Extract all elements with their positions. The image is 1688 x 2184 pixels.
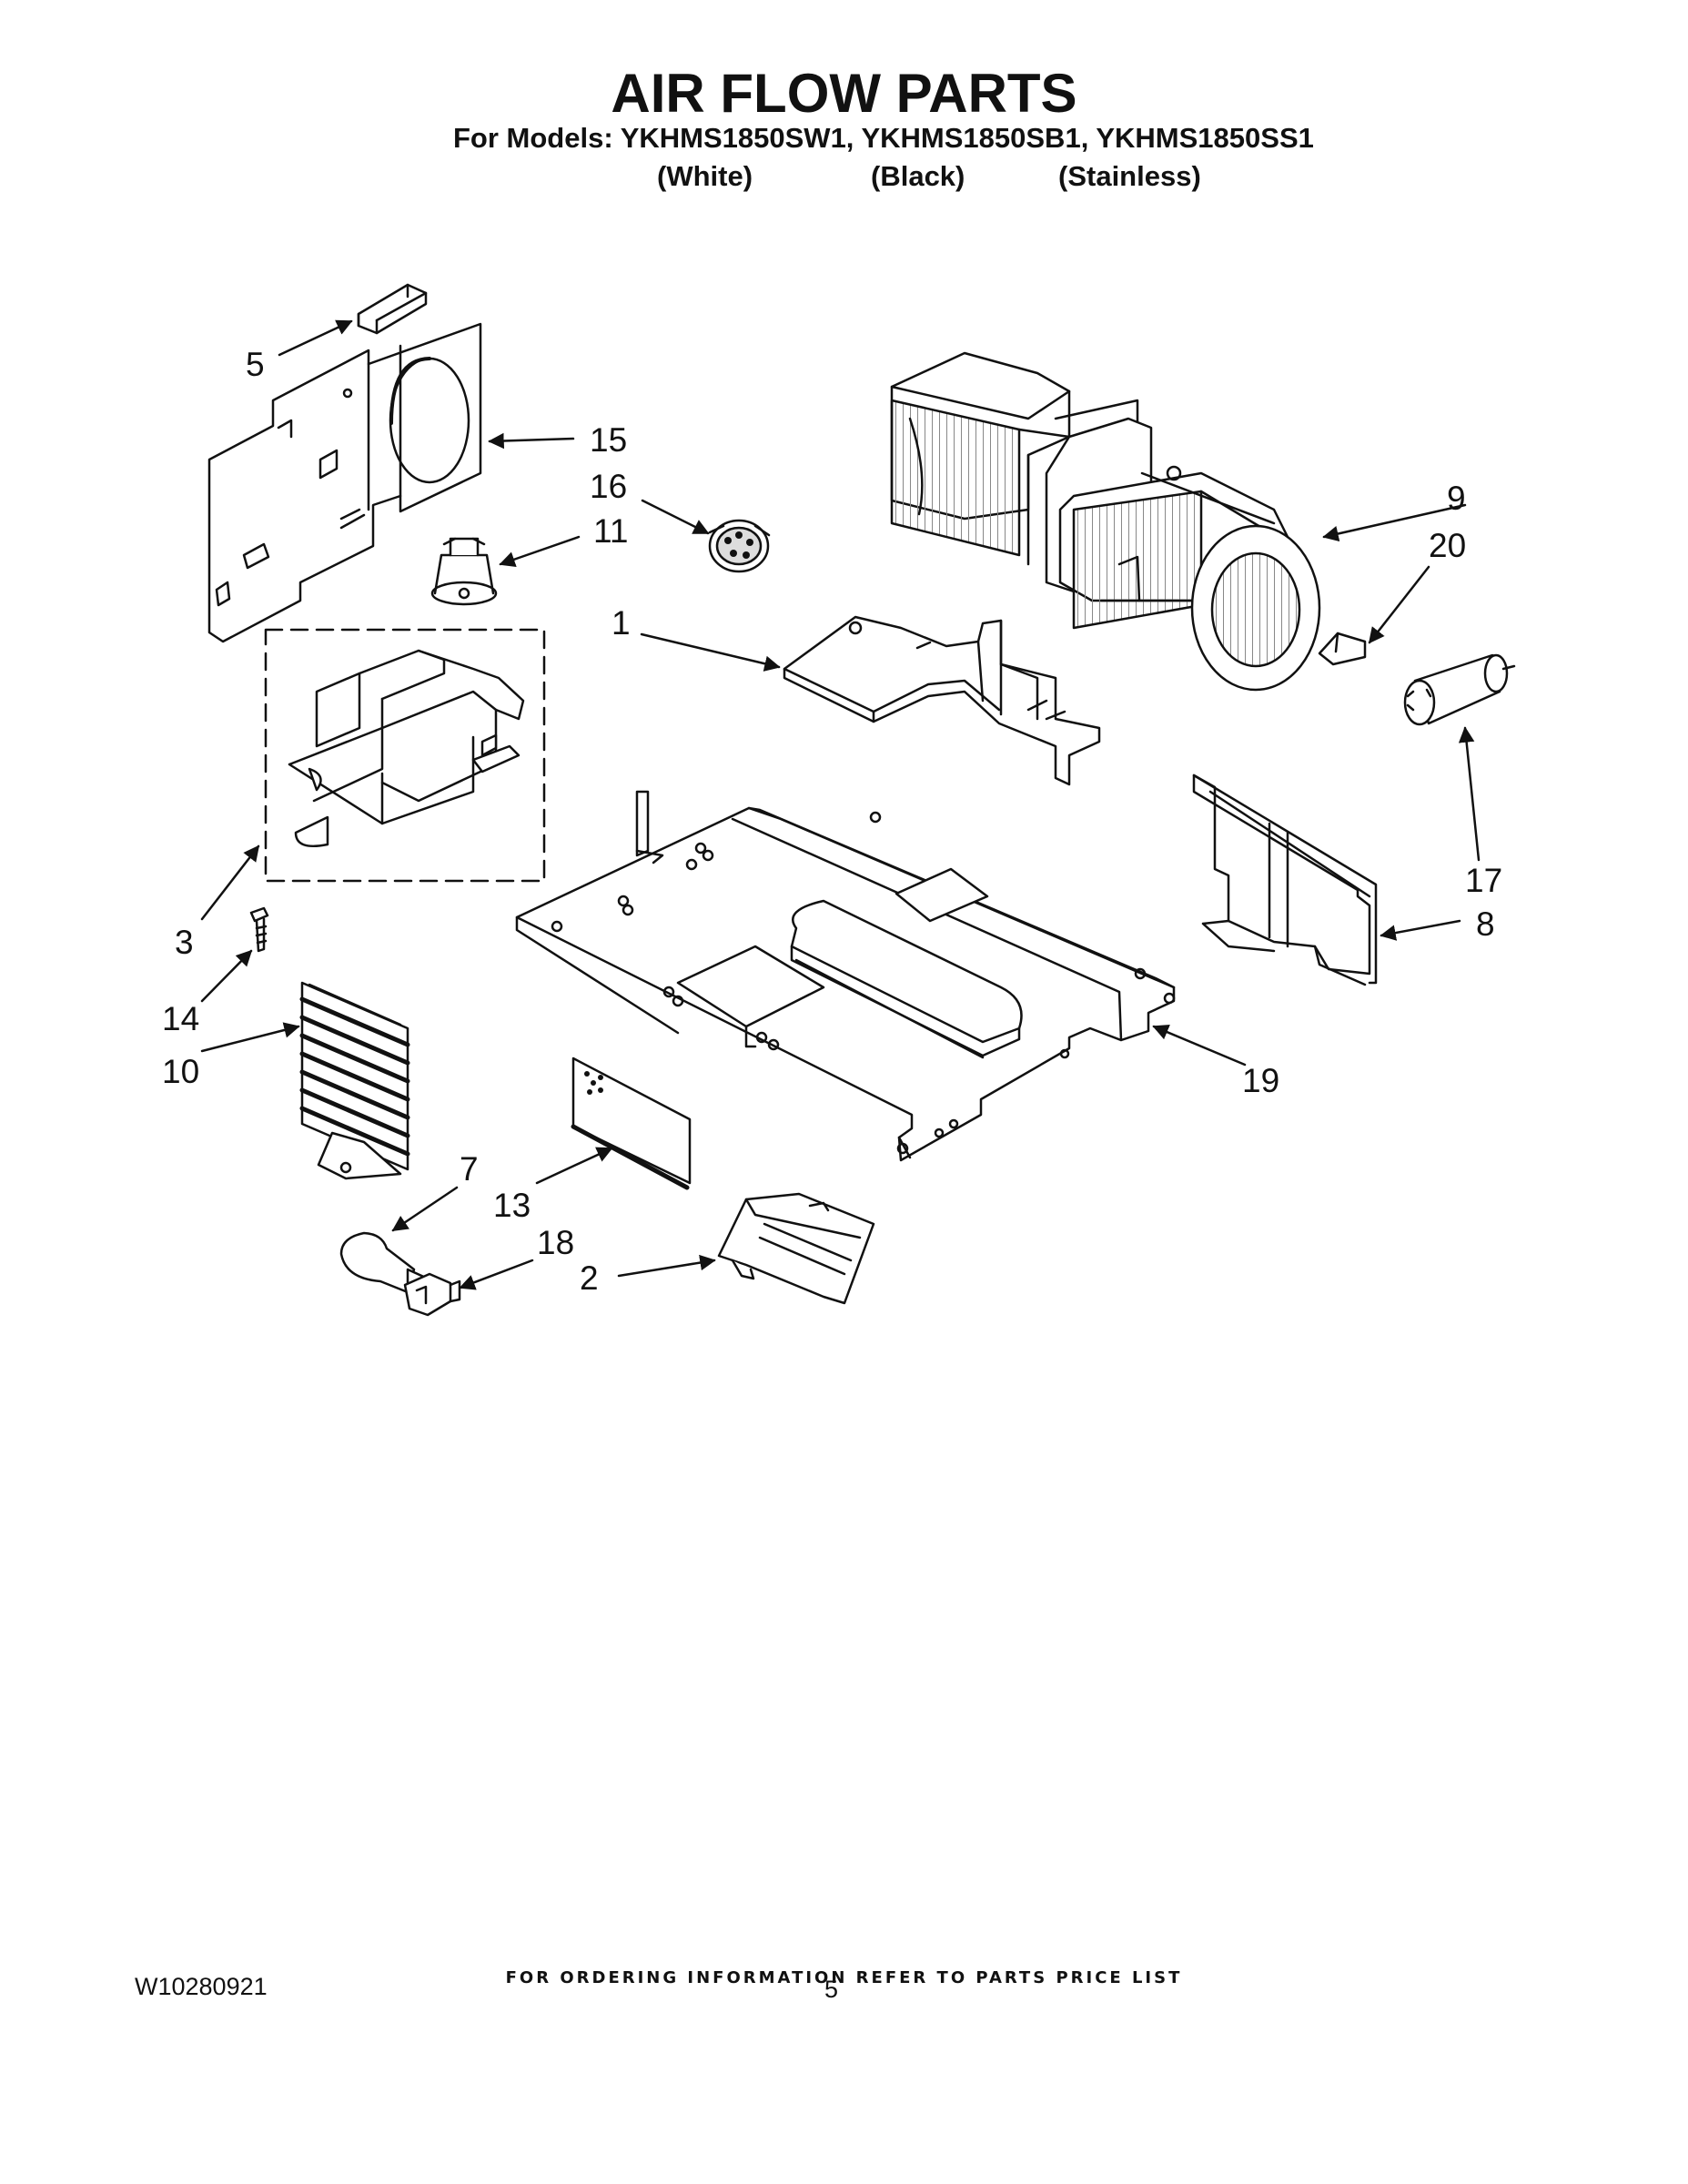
part-20-clip bbox=[1318, 632, 1367, 666]
callout-17: 17 bbox=[1465, 862, 1502, 899]
callout-7: 7 bbox=[460, 1150, 479, 1188]
ordering-note: FOR ORDERING INFORMATION REFER TO PARTS … bbox=[505, 1968, 1183, 1987]
callout-14: 14 bbox=[162, 1000, 199, 1037]
callout-5: 5 bbox=[246, 346, 265, 383]
callout-16: 16 bbox=[590, 468, 627, 505]
page-number: 5 bbox=[824, 1976, 839, 2003]
part-9-blower-assembly bbox=[890, 351, 1321, 692]
variant-stainless: (Stainless) bbox=[1058, 160, 1201, 192]
part-13-label-plate bbox=[571, 1057, 692, 1190]
callout-11: 11 bbox=[593, 512, 628, 550]
part-14-screw bbox=[249, 906, 269, 953]
callout-20: 20 bbox=[1429, 527, 1466, 564]
callout-18: 18 bbox=[537, 1224, 574, 1261]
callout-labels: 5 15 16 11 9 20 1 17 8 3 14 10 19 7 13 1… bbox=[162, 346, 1502, 1297]
part-18-lamp-socket bbox=[403, 1272, 461, 1317]
callout-9: 9 bbox=[1447, 480, 1466, 517]
document-number: W10280921 bbox=[135, 1973, 268, 2000]
part-2-light-cover bbox=[717, 1192, 875, 1305]
part-10-grille bbox=[299, 981, 410, 1180]
models-line: For Models: YKHMS1850SW1, YKHMS1850SB1, … bbox=[453, 122, 1314, 154]
callout-3: 3 bbox=[175, 924, 194, 961]
variant-black: (Black) bbox=[871, 160, 965, 192]
part-17-capacitor bbox=[1403, 653, 1516, 726]
variant-white: (White) bbox=[657, 160, 753, 192]
part-3-duct-assembly bbox=[264, 628, 546, 883]
part-15-baffle-plate bbox=[207, 322, 482, 643]
callout-1: 1 bbox=[612, 604, 631, 642]
callout-13: 13 bbox=[493, 1187, 531, 1224]
leader-lines bbox=[200, 319, 1481, 1290]
callout-15: 15 bbox=[590, 421, 627, 459]
part-19-base-plate bbox=[515, 790, 1176, 1162]
callout-10: 10 bbox=[162, 1053, 199, 1090]
callout-2: 2 bbox=[580, 1259, 599, 1297]
page-title: AIR FLOW PARTS bbox=[611, 63, 1077, 124]
callout-8: 8 bbox=[1476, 905, 1495, 943]
part-16-sensor bbox=[708, 519, 771, 573]
part-8-duct-panel bbox=[1192, 774, 1378, 986]
part-11-thermal-cutout bbox=[430, 537, 498, 606]
part-1-air-guide bbox=[783, 615, 1101, 786]
part-5-bracket bbox=[357, 283, 428, 335]
callout-19: 19 bbox=[1242, 1062, 1279, 1099]
